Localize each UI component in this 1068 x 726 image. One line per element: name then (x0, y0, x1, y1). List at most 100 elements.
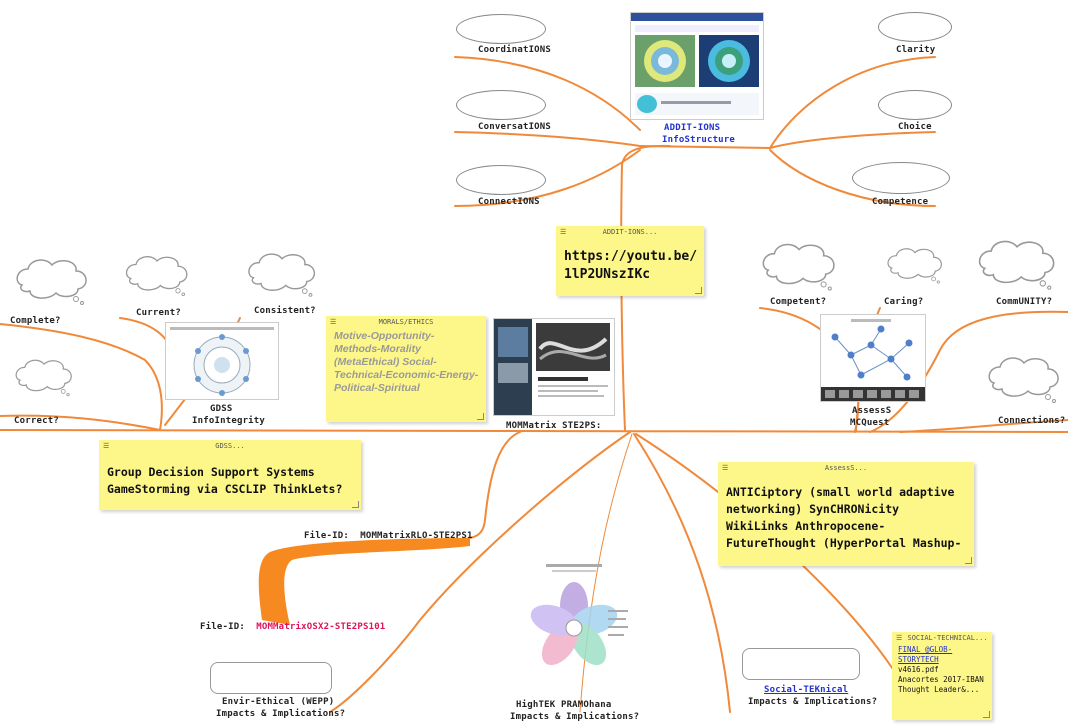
cloud-icon-current (125, 256, 188, 296)
assess-note-text: ANTICiptory (small world adaptive networ… (726, 485, 962, 550)
placeholder-oval-competence (852, 162, 950, 194)
label-correct[interactable]: Correct? (14, 416, 59, 426)
label-competent[interactable]: Competent? (770, 297, 827, 307)
label-community[interactable]: CommUNITY? (996, 297, 1053, 307)
branch-coordinations (454, 56, 641, 131)
note-header: GDSS... (215, 442, 245, 450)
file-id-value[interactable]: MOMMatrixRLO-STE2PS1 (360, 531, 473, 541)
storytech-line: Thought Leader&... (898, 685, 980, 694)
note-header: AssessS... (824, 464, 868, 472)
gdss-note-text: Group Decision Support Systems GameStorm… (107, 465, 343, 496)
cloud-icon-competent (762, 243, 835, 291)
youtube-link-note[interactable]: ☰ ADDIT-IONS... https://youtu.be/1lP2UNsz… (556, 226, 704, 296)
root-screenshot-image (494, 319, 610, 415)
label-envir-impacts: Impacts & Implications? (216, 709, 346, 719)
gdss-thumbnail[interactable] (165, 322, 279, 400)
root-node-label[interactable]: MOMMatrix STE2PS: (506, 421, 602, 431)
resize-grip[interactable] (477, 413, 484, 420)
resize-grip[interactable] (965, 557, 972, 564)
branch-social (633, 433, 731, 713)
label-current[interactable]: Current? (136, 308, 181, 318)
label-clarity[interactable]: Clarity (896, 45, 936, 55)
cloud-icon-community (978, 240, 1055, 290)
label-addit-ions[interactable]: ADDIT-IONS (664, 123, 721, 133)
label-consistent[interactable]: Consistent? (254, 306, 316, 316)
label-complete[interactable]: Complete? (10, 316, 61, 326)
label-gdss[interactable]: GDSS (210, 404, 233, 414)
label-hightek[interactable]: HighTEK PRAMOhana (516, 700, 612, 710)
file-id-sub: File-ID: MOMMatrixOSX2-STE2PS101 (200, 622, 385, 632)
root-thumbnail[interactable] (493, 318, 615, 416)
main-branch-line (0, 429, 1068, 433)
file-id-value[interactable]: MOMMatrixOSX2-STE2PS101 (256, 622, 386, 632)
storytech-link-line[interactable]: STORYTECH (898, 655, 939, 664)
gdss-note[interactable]: ☰ GDSS... Group Decision Support Systems … (99, 440, 361, 510)
file-id-connector (258, 538, 470, 625)
note-header: MORALS/ETHICS (378, 318, 434, 326)
envir-placeholder-box (210, 662, 332, 694)
label-connections-right[interactable]: Connections? (998, 416, 1066, 426)
label-conversations[interactable]: ConversatIONS (478, 122, 552, 132)
placeholder-oval-conversations (456, 90, 546, 120)
note-icon: ☰ (103, 442, 110, 450)
label-choice[interactable]: Choice (898, 122, 932, 132)
branch-connections-top (454, 149, 641, 207)
resize-grip[interactable] (352, 501, 359, 508)
label-competence[interactable]: Competence (872, 197, 929, 207)
label-hightek-impacts: Impacts & Implications? (510, 712, 640, 722)
label-envir-ethical[interactable]: Envir-Ethical (WEPP) (222, 697, 335, 707)
addit-ions-thumbnail[interactable] (630, 12, 764, 120)
branch-correct (0, 414, 161, 431)
placeholder-oval-clarity (878, 12, 952, 42)
flower-diagram-image (530, 564, 628, 666)
placeholder-oval-coordinations (456, 14, 546, 44)
cloud-icon-complete (16, 259, 87, 305)
branch-gdss-note (469, 431, 521, 539)
branch-top-join (639, 145, 771, 149)
assess-thumbnail[interactable] (820, 314, 926, 402)
social-placeholder-box (742, 648, 860, 680)
note-header: SOCIAL-TECHNICAL... (907, 634, 988, 642)
note-header: ADDIT-IONS... (602, 228, 658, 236)
placeholder-oval-choice (878, 90, 952, 120)
storytech-line: Anacortes 2017-IBAN (898, 675, 984, 684)
label-infointegrity: InfoIntegrity (192, 416, 266, 426)
note-icon: ☰ (330, 318, 337, 326)
storytech-link-line[interactable]: FINAL @GLOB- (898, 645, 953, 654)
file-id-main: File-ID: MOMMatrixRLO-STE2PS1 (304, 531, 473, 541)
hightek-thumbnail[interactable] (516, 560, 632, 690)
branch-gdss (0, 323, 163, 431)
network-graph-image (821, 319, 925, 401)
circles-diagram-image (631, 13, 763, 115)
branch-competence (769, 149, 936, 207)
resize-grip[interactable] (695, 287, 702, 294)
label-assess[interactable]: AssessS (852, 406, 892, 416)
cloud-icon-caring (887, 248, 942, 284)
storytech-text: FINAL @GLOB- STORYTECH v4616.pdf Anacort… (898, 645, 986, 695)
youtube-url[interactable]: https://youtu.be/1lP2UNszIKc (564, 249, 698, 282)
storytech-line: v4616.pdf (898, 665, 939, 674)
storytech-note[interactable]: ☰ SOCIAL-TECHNICAL... FINAL @GLOB- STORYT… (892, 632, 992, 720)
label-connections-top[interactable]: ConnectIONS (478, 197, 540, 207)
label-social-teknical[interactable]: Social-TEKnical (764, 685, 849, 695)
gdss-wheel-image (170, 327, 274, 396)
label-infostructure: InfoStructure (662, 135, 736, 145)
morals-ethics-note[interactable]: ☰ MORALS/ETHICS Motive-Opportunity-Method… (326, 316, 486, 422)
branch-connections (899, 419, 1068, 433)
note-icon: ☰ (896, 634, 903, 642)
assess-note[interactable]: ☰AssessS... ANTICiptory (small world ada… (718, 462, 974, 566)
file-id-prefix: File-ID: (304, 531, 349, 541)
branch-addit-ions (620, 144, 671, 431)
branch-conversations (454, 131, 641, 147)
cloud-icon-consistent (248, 253, 316, 297)
note-icon: ☰ (560, 228, 567, 236)
branch-choice (769, 131, 936, 149)
file-id-prefix: File-ID: (200, 622, 245, 632)
label-social-impacts: Impacts & Implications? (748, 697, 878, 707)
resize-grip[interactable] (983, 711, 990, 718)
label-caring[interactable]: Caring? (884, 297, 924, 307)
cloud-icon-connections (988, 357, 1059, 403)
morals-ethics-text: Motive-Opportunity-Methods-Morality (Met… (334, 330, 479, 394)
label-coordinations[interactable]: CoordinatIONS (478, 45, 552, 55)
